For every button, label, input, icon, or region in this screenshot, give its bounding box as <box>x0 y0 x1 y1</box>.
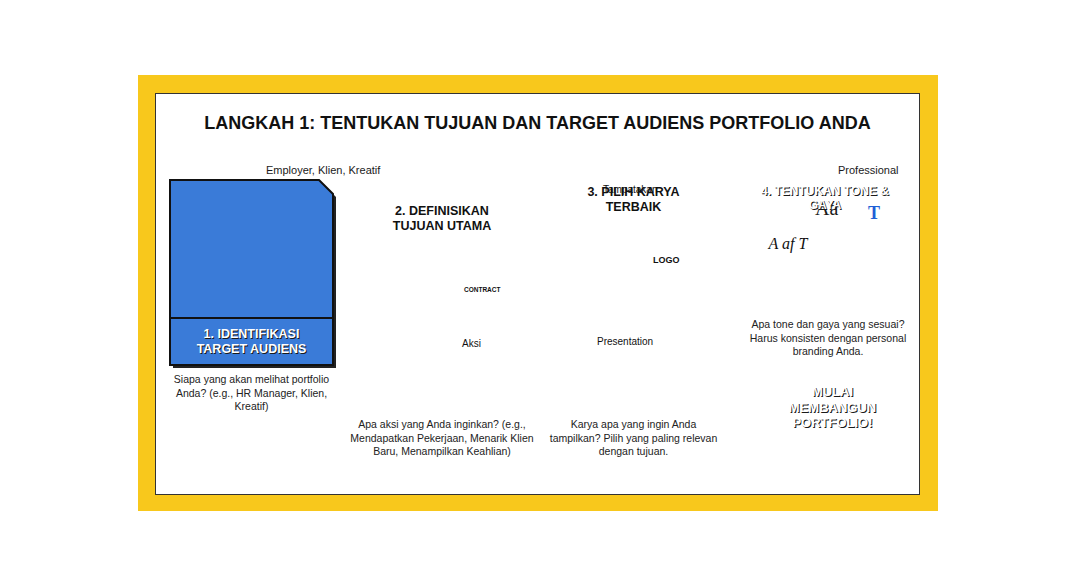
icon-label: T <box>861 203 887 224</box>
step-label: 3. PILIH KARYA TERBAIK <box>553 181 714 219</box>
step-label: 4. TENTUKAN TONE & GAYA <box>745 180 905 217</box>
step-box: TampatakanLOGOPresentation3. PILIH KARYA… <box>553 181 714 410</box>
start-box: MULAI MEMBANGUN PORTFOLIO! <box>760 380 905 485</box>
step-box: Employer, Klien, Kreatif1. IDENTIFIKASI … <box>170 180 333 365</box>
icon-label: A af T <box>755 235 821 253</box>
box-shape <box>553 181 714 410</box>
step-label: MULAI MEMBANGUN PORTFOLIO! <box>760 380 905 435</box>
step-description: Apa tone dan gaya yang sesuai? Harus kon… <box>748 318 908 359</box>
step-label: 1. IDENTIFIKASI TARGET AUDIENS <box>170 323 333 361</box>
step-box: CONTRACTAksi2. DEFINISIKAN TUJUAN UTAMAA… <box>362 200 522 410</box>
icon-label: CONTRACT <box>464 286 500 293</box>
box-heading: Employer, Klien, Kreatif <box>266 164 380 176</box>
icon-label: LOGO <box>653 255 680 265</box>
box-outline <box>170 180 333 365</box>
band-divider <box>170 317 333 319</box>
step-description: Karya apa yang ingin Anda tampilkan? Pil… <box>547 418 720 459</box>
icon-label: Presentation <box>597 336 653 348</box>
box-heading: Professional <box>838 164 899 176</box>
step-description: Siapa yang akan melihat portfolio Anda? … <box>164 373 339 414</box>
icon-label: Aksi <box>462 338 481 350</box>
step-box: ProfessionalAaTA af T4. TENTUKAN TONE & … <box>745 180 905 310</box>
step-label: 2. DEFINISIKAN TUJUAN UTAMA <box>362 200 522 238</box>
diagram-title: LANGKAH 1: TENTUKAN TUJUAN DAN TARGET AU… <box>160 113 915 134</box>
step-description: Apa aksi yang Anda inginkan? (e.g., Mend… <box>350 418 534 459</box>
